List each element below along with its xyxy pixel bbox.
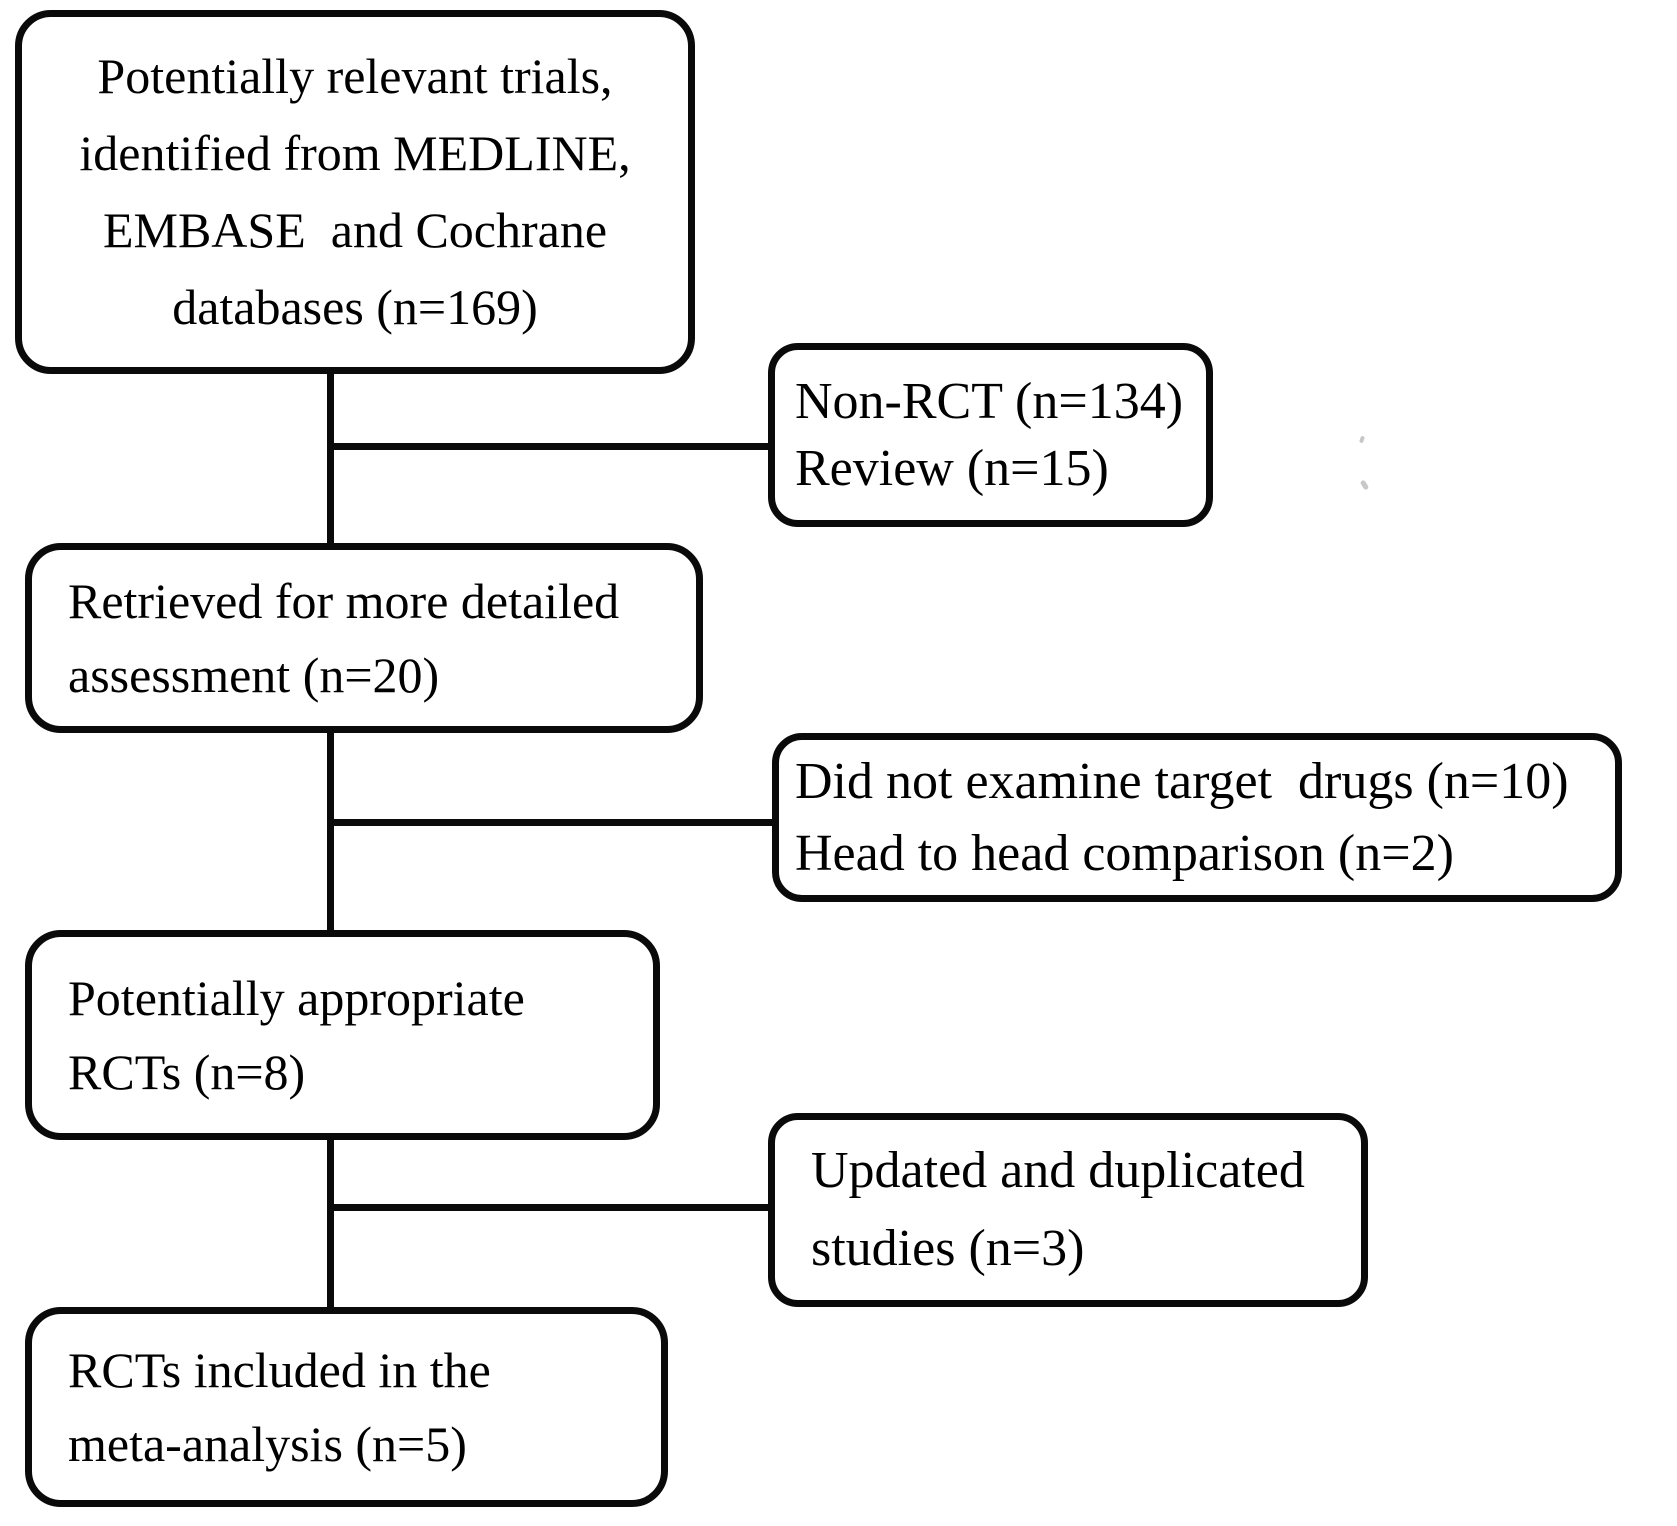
connector-appropriate-to-included [327,1138,334,1309]
node-text-line: EMBASE and Cochrane [102,202,608,258]
node-text-line: Non-RCT (n=134) [795,373,1184,430]
node-text-line: RCTs included in the [68,1342,491,1398]
node-rcts-included-meta-analysis: RCTs included in the meta-analysis (n=5) [25,1307,668,1507]
scan-artifact [1359,479,1370,491]
node-text-line: Did not examine target drugs (n=10) [795,752,1569,810]
node-text-line: databases (n=169) [172,279,538,335]
node-text-line: Potentially appropriate [68,970,525,1026]
node-text-line: identified from MEDLINE, [79,125,631,181]
node-text-line: Retrieved for more detailed [68,573,620,629]
node-text-line: Updated and duplicated [811,1142,1305,1199]
connector-identified-to-retrieved [327,372,334,545]
node-retrieved-for-assessment: Retrieved for more detailed assessment (… [25,543,703,733]
node-potentially-appropriate-rcts: Potentially appropriate RCTs (n=8) [25,930,660,1140]
node-excluded-target-drugs-head-to-head: Did not examine target drugs (n=10) Head… [772,733,1622,902]
connector-branch-excluded-assessment [327,819,774,826]
connector-branch-excluded-screening [327,443,770,450]
node-text-line: studies (n=3) [811,1220,1085,1277]
node-text-line: RCTs (n=8) [68,1044,306,1100]
node-excluded-non-rct-review: Non-RCT (n=134) Review (n=15) [768,343,1213,527]
node-identified-trials: Potentially relevant trials, identified … [15,10,695,374]
connector-retrieved-to-appropriate [327,731,334,932]
connector-branch-excluded-duplicated [327,1204,770,1211]
scan-artifact [1359,435,1365,444]
node-text-line: Head to head comparison (n=2) [795,824,1454,882]
node-text-line: Potentially relevant trials, [97,48,613,104]
node-excluded-updated-duplicated: Updated and duplicated studies (n=3) [768,1113,1368,1307]
node-text-line: assessment (n=20) [68,647,440,703]
node-text-line: meta-analysis (n=5) [68,1416,467,1472]
node-text-line: Review (n=15) [795,440,1109,497]
